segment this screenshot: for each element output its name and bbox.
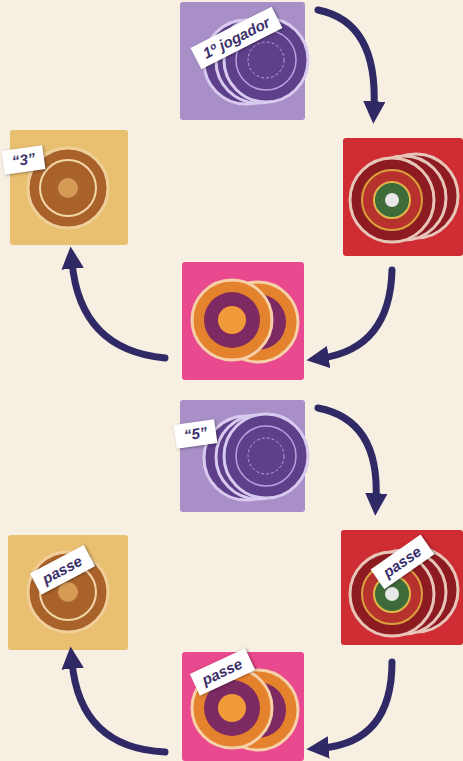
player-board <box>343 138 463 256</box>
turn-arrow <box>72 10 392 358</box>
turn-arrow <box>72 408 392 752</box>
player-board <box>182 262 304 380</box>
player-board <box>8 535 128 650</box>
player-board <box>180 2 308 120</box>
player-board <box>180 400 308 512</box>
player-board <box>341 530 463 645</box>
